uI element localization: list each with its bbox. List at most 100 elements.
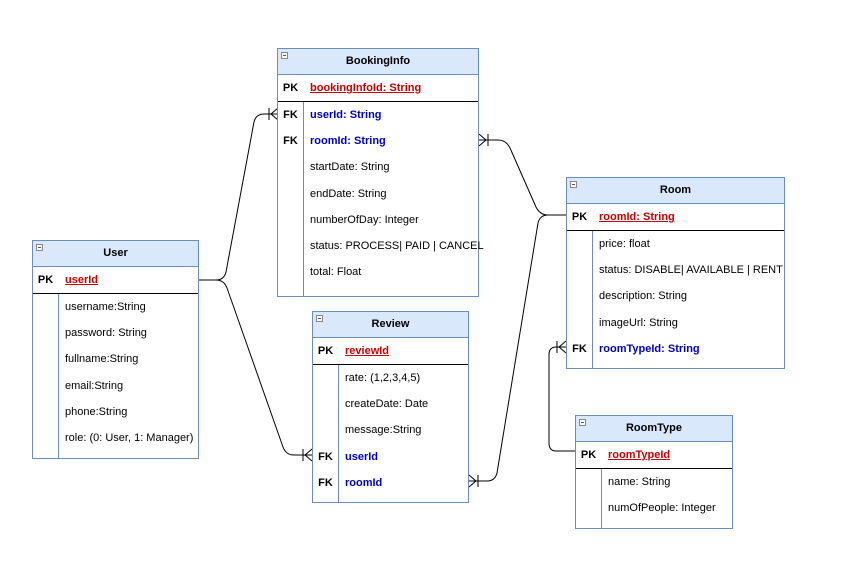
key-divider	[58, 294, 59, 458]
roomtype-room-connector	[548, 346, 575, 452]
room-review-connector	[469, 214, 566, 482]
pk-field: bookingInfoId: String	[310, 82, 422, 94]
pk-key: PK	[37, 274, 54, 286]
field-label: status: DISABLE| AVAILABLE | RENT	[599, 264, 783, 277]
pk-field: roomTypeId	[608, 449, 671, 461]
pk-field: roomId: String	[599, 211, 675, 223]
field-row: startDate: String	[278, 154, 478, 180]
pk-field: userId	[65, 274, 99, 286]
key-divider	[338, 365, 339, 502]
fk-key: FK	[318, 476, 333, 489]
field-label: imageUrl: String	[599, 316, 678, 329]
field-label: username:String	[65, 301, 146, 313]
field-row: FK userId	[313, 444, 468, 470]
field-label: role: (0: User, 1: Manager)	[65, 431, 194, 444]
field-row: status: PROCESS| PAID | CANCEL	[278, 233, 484, 259]
pk-row: PK bookingInfoId: String	[278, 75, 478, 102]
field-row: status: DISABLE| AVAILABLE | RENT	[567, 257, 784, 283]
field-label: total: Float	[310, 266, 362, 279]
field-row: imageUrl: String	[567, 310, 784, 336]
room-booking-connector	[479, 139, 566, 216]
field-label: status: PROCESS| PAID | CANCEL	[310, 239, 484, 252]
field-label: phone:String	[65, 405, 128, 418]
pk-row: PK roomId: String	[567, 204, 784, 231]
user-review-connector	[199, 279, 312, 456]
field-row: numberOfDay: Integer	[278, 207, 478, 233]
field-label: rate: (1,2,3,4,5)	[345, 372, 421, 384]
pk-key: PK	[571, 211, 588, 223]
key-divider	[592, 231, 593, 368]
fk-field: roomId	[345, 476, 383, 489]
fk-field: userId: String	[310, 109, 382, 121]
entity-title: RoomType	[625, 422, 683, 434]
user-booking-connector	[199, 113, 278, 281]
pk-key: PK	[580, 449, 597, 461]
crowfoot-marker	[478, 133, 489, 147]
field-row: FK roomId	[313, 470, 468, 496]
fk-field: userId	[345, 450, 379, 463]
entity-header[interactable]: Review	[313, 312, 468, 338]
key-divider	[303, 102, 304, 296]
field-row: price: float	[567, 231, 784, 257]
crowfoot-marker	[468, 474, 479, 488]
pk-key: PK	[317, 345, 334, 357]
field-row: numOfPeople: Integer	[576, 495, 732, 521]
fk-key: FK	[283, 135, 298, 148]
fk-key: FK	[318, 450, 333, 463]
entity-header[interactable]: RoomType	[576, 416, 732, 442]
entity-title: Review	[371, 318, 410, 330]
entity-title: BookingInfo	[345, 55, 411, 67]
field-label: message:String	[345, 424, 422, 437]
field-row: FK roomId: String	[278, 128, 478, 154]
entity-roomtype[interactable]: RoomType PK roomTypeId name: String numO…	[575, 415, 733, 529]
field-row: phone:String	[33, 399, 198, 425]
field-row: FK userId: String	[278, 102, 478, 128]
crowfoot-marker	[268, 107, 279, 121]
key-divider	[601, 469, 602, 528]
pk-field: reviewId	[345, 345, 390, 357]
field-label: startDate: String	[310, 161, 390, 174]
field-row: email:String	[33, 373, 198, 399]
collapse-icon[interactable]	[281, 52, 288, 59]
collapse-icon[interactable]	[316, 315, 323, 322]
crowfoot-marker	[556, 340, 567, 354]
field-label: description: String	[599, 290, 688, 303]
pk-row: PK reviewId	[313, 338, 468, 365]
crowfoot-marker	[302, 448, 313, 462]
field-row: total: Float	[278, 259, 478, 285]
field-row: description: String	[567, 283, 784, 309]
field-row: role: (0: User, 1: Manager)	[33, 425, 198, 451]
field-row: createDate: Date	[313, 391, 468, 417]
entity-header[interactable]: BookingInfo	[278, 49, 478, 75]
entity-bookinginfo[interactable]: BookingInfo PK bookingInfoId: String FK u…	[277, 48, 484, 297]
field-label: price: float	[599, 238, 650, 250]
fk-key: FK	[283, 109, 298, 121]
collapse-icon[interactable]	[36, 244, 43, 251]
collapse-icon[interactable]	[570, 181, 577, 188]
entity-title: User	[103, 247, 128, 259]
field-label: createDate: Date	[345, 398, 429, 411]
entity-title: Room	[659, 184, 692, 196]
entity-review[interactable]: Review PK reviewId rate: (1,2,3,4,5) cre…	[312, 311, 469, 503]
field-row: name: String	[576, 469, 732, 495]
field-row: message:String	[313, 417, 468, 443]
pk-row: PK roomTypeId	[576, 442, 732, 469]
entity-user[interactable]: User PK userId username:String password:…	[32, 240, 199, 459]
field-label: numOfPeople: Integer	[608, 502, 716, 515]
fk-field: roomTypeId: String	[599, 342, 700, 355]
pk-row: PK userId	[33, 267, 198, 294]
field-label: password: String	[65, 327, 147, 340]
entity-header[interactable]: User	[33, 241, 198, 267]
entity-room[interactable]: Room PK roomId: String price: float stat…	[566, 177, 785, 369]
field-label: name: String	[608, 476, 671, 488]
field-label: fullname:String	[65, 353, 139, 366]
field-row: username:String	[33, 294, 198, 320]
field-row: rate: (1,2,3,4,5)	[313, 365, 468, 391]
entity-header[interactable]: Room	[567, 178, 784, 204]
collapse-icon[interactable]	[579, 419, 586, 426]
field-label: email:String	[65, 379, 124, 392]
field-row: password: String	[33, 320, 198, 346]
fk-field: roomId: String	[310, 135, 386, 148]
